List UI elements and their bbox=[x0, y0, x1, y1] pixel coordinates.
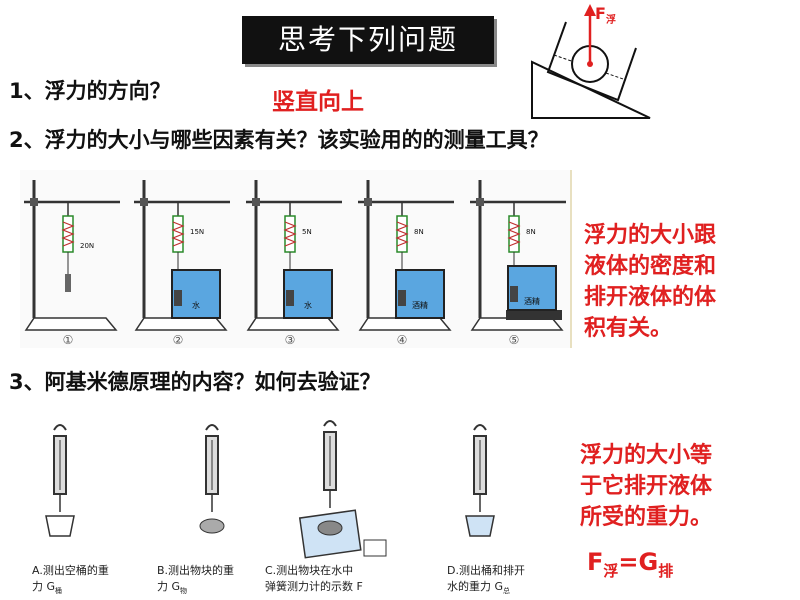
archimedes-verification-figure bbox=[45, 420, 495, 559]
block bbox=[65, 274, 71, 292]
caption-a: A.测出空桶的重 力 G桶 bbox=[32, 564, 109, 596]
spring-coil bbox=[171, 221, 185, 247]
question-2: 2、浮力的大小与哪些因素有关？该实验用的的测量工具？ bbox=[9, 128, 549, 152]
block bbox=[174, 290, 182, 306]
buoyancy-experiment-figure: 20N ① 15N 水 ② 5N 水 ③ 8N 酒精 ④ 8N 酒精 ⑤ bbox=[20, 170, 572, 348]
scale-ring bbox=[473, 424, 487, 431]
scale-reading: 8N bbox=[526, 228, 536, 236]
block bbox=[398, 290, 406, 306]
answer-3: 浮力的大小等 于它排开液体 所受的重力。 bbox=[580, 440, 712, 533]
slide-title: 思考下列问题 bbox=[242, 16, 494, 64]
clamp bbox=[30, 198, 38, 206]
clamp bbox=[252, 198, 260, 206]
spring-coil bbox=[507, 221, 521, 247]
block bbox=[286, 290, 294, 306]
answer-2-line-4: 积有关。 bbox=[584, 316, 673, 341]
force-label: F浮 bbox=[595, 4, 616, 27]
block bbox=[510, 286, 518, 302]
liquid-label: 酒精 bbox=[524, 296, 540, 306]
caption-c: C.测出物块在水中 弹簧测力计的示数 F bbox=[265, 564, 363, 593]
spring-coil bbox=[395, 221, 409, 247]
scale-ring bbox=[53, 424, 67, 431]
incline-buoyancy-diagram bbox=[531, 4, 651, 119]
answer-2-line-2: 液体的密度和 bbox=[584, 254, 717, 279]
block bbox=[317, 520, 343, 536]
platform bbox=[506, 310, 562, 320]
setup-number: ① bbox=[63, 333, 74, 347]
spring-coil bbox=[283, 221, 297, 247]
answer-3-line-3: 所受的重力。 bbox=[580, 505, 713, 530]
stand-base bbox=[24, 317, 118, 331]
answer-3-line-1: 浮力的大小等 bbox=[580, 443, 713, 468]
clamp bbox=[476, 198, 484, 206]
catch-bucket bbox=[363, 539, 387, 557]
answer-2: 浮力的大小跟 液体的密度和 排开液体的体 积有关。 bbox=[584, 220, 716, 344]
scale-reading: 20N bbox=[80, 242, 94, 250]
question-3: 3、阿基米德原理的内容？如何去验证？ bbox=[9, 370, 381, 394]
liquid-label: 水 bbox=[304, 300, 312, 310]
archimedes-formula: F浮=G排 bbox=[587, 548, 674, 580]
answer-1: 竖直向上 bbox=[272, 89, 364, 115]
setup-number: ③ bbox=[285, 333, 296, 347]
liquid-label: 水 bbox=[192, 300, 200, 310]
spring-coil bbox=[61, 221, 75, 247]
liquid-label: 酒精 bbox=[412, 300, 428, 310]
clamp bbox=[140, 198, 148, 206]
stand-base bbox=[358, 317, 452, 331]
block bbox=[199, 518, 225, 534]
scale-reading: 5N bbox=[302, 228, 312, 236]
setup-number: ② bbox=[173, 333, 184, 347]
empty-bucket bbox=[45, 515, 75, 537]
answer-2-line-1: 浮力的大小跟 bbox=[584, 223, 717, 248]
scale-ring bbox=[323, 420, 337, 427]
bucket-with-water bbox=[465, 515, 495, 537]
scale-reading: 8N bbox=[414, 228, 424, 236]
scale-ring bbox=[205, 424, 219, 431]
setup-number: ⑤ bbox=[509, 333, 520, 347]
stand-base bbox=[134, 317, 228, 331]
caption-d: D.测出桶和排开 水的重力 G总 bbox=[447, 564, 525, 596]
answer-3-line-2: 于它排开液体 bbox=[580, 474, 713, 499]
clamp bbox=[364, 198, 372, 206]
setup-number: ④ bbox=[397, 333, 408, 347]
stand-base bbox=[246, 317, 340, 331]
answer-2-line-3: 排开液体的体 bbox=[584, 285, 717, 310]
question-1: 1、浮力的方向？ bbox=[9, 79, 171, 103]
caption-b: B.测出物块的重 力 G物 bbox=[157, 564, 235, 596]
scale-reading: 15N bbox=[190, 228, 204, 236]
